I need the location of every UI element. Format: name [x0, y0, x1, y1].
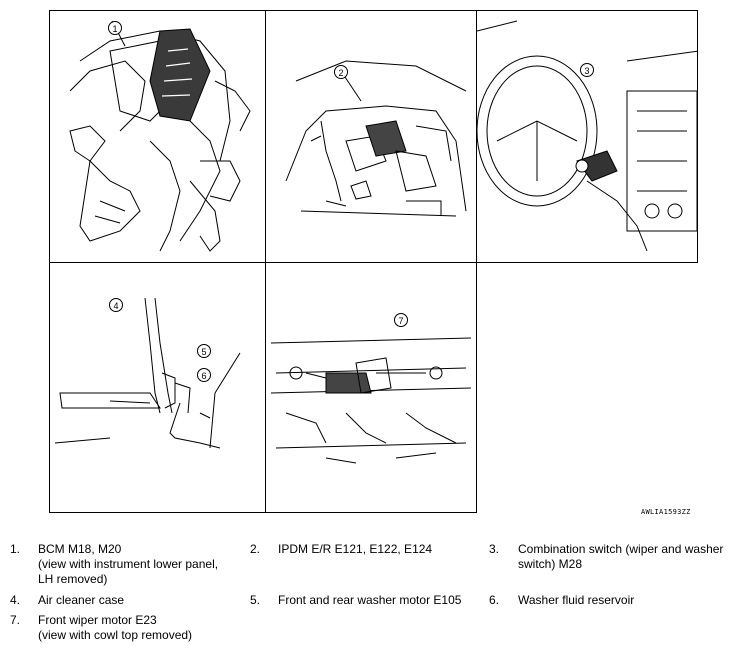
legend-text: Front and rear washer motor E105	[278, 593, 461, 608]
legend-line: BCM M18, M20	[38, 542, 122, 556]
wiper-motor-illustration	[270, 337, 472, 464]
legend-number: 2.	[250, 542, 261, 556]
bcm-illustration	[69, 20, 251, 252]
legend-number: 3.	[489, 542, 500, 556]
legend-item-5: 5. Front and rear washer motor E105	[250, 593, 490, 611]
callout-6: 6	[197, 368, 211, 382]
legend-text: Air cleaner case	[38, 593, 124, 608]
legend-item-1: 1. BCM M18, M20 (view with instrument lo…	[10, 542, 250, 590]
panel-combination-switch-location: 3	[476, 10, 698, 263]
callout-4: 4	[109, 298, 123, 312]
callout-3: 3	[580, 63, 594, 77]
legend-line: IPDM E/R E121, E122, E124	[278, 542, 433, 556]
legend-number: 7.	[10, 613, 21, 627]
legend-number: 1.	[10, 542, 21, 556]
steering-illustration	[477, 20, 697, 252]
callout-2: 2	[334, 65, 348, 79]
panel-ipdm-location: 2	[265, 10, 477, 263]
legend-line: LH removed)	[38, 572, 108, 586]
legend-line: Washer fluid reservoir	[518, 593, 635, 607]
legend-text: IPDM E/R E121, E122, E124	[278, 542, 432, 557]
legend-line: Combination switch (wiper and washer	[518, 542, 724, 556]
legend-item-3: 3. Combination switch (wiper and washer …	[489, 542, 745, 574]
legend-item-2: 2. IPDM E/R E121, E122, E124	[250, 542, 490, 560]
legend-item-7: 7. Front wiper motor E23 (view with cowl…	[10, 613, 250, 647]
legend-number: 6.	[489, 593, 500, 607]
legend-text: Washer fluid reservoir	[518, 593, 634, 608]
ipdm-illustration	[285, 60, 467, 217]
callout-5: 5	[197, 344, 211, 358]
legend-item-4: 4. Air cleaner case	[10, 593, 250, 611]
legend-text: Front wiper motor E23 (view with cowl to…	[38, 613, 192, 643]
legend-number: 5.	[250, 593, 261, 607]
callout-1: 1	[108, 21, 122, 35]
legend-line: (view with cowl top removed)	[38, 628, 193, 642]
panel-washer-reservoir-location: 4 5 6	[49, 262, 266, 513]
legend-number: 4.	[10, 593, 21, 607]
legend-item-6: 6. Washer fluid reservoir	[489, 593, 729, 611]
legend-line: switch) M28	[518, 557, 583, 571]
figure-id: AWLIA1593ZZ	[641, 508, 691, 516]
panel-bcm-location: 1	[49, 10, 266, 263]
legend-text: Combination switch (wiper and washer swi…	[518, 542, 723, 572]
legend-line: (view with instrument lower panel,	[38, 557, 219, 571]
reservoir-illustration	[54, 297, 241, 449]
legend-line: Front and rear washer motor E105	[278, 593, 462, 607]
legend-line: Front wiper motor E23	[38, 613, 157, 627]
callout-7: 7	[394, 313, 408, 327]
legend-text: BCM M18, M20 (view with instrument lower…	[38, 542, 218, 587]
panel-wiper-motor-location: 7	[265, 262, 477, 513]
legend-line: Air cleaner case	[38, 593, 125, 607]
